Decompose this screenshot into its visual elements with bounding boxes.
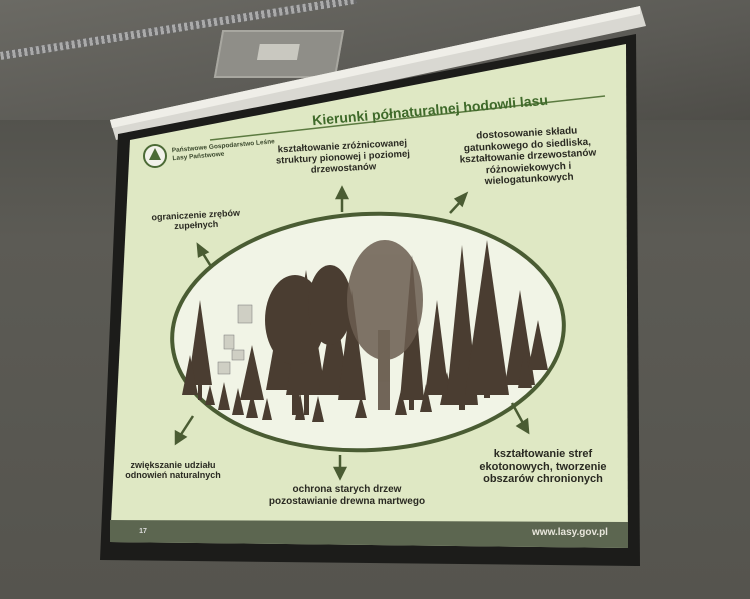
- item-top-right: dostosowanie składu gatunkowego do siedl…: [459, 125, 597, 188]
- slide-url: www.lasy.gov.pl: [532, 527, 608, 538]
- item-bottom-right: kształtowanie stref ekotonowych, tworzen…: [479, 448, 607, 486]
- page-number: 17: [139, 528, 147, 535]
- item-bottom-left: zwiększanie udziału odnowień naturalnych: [125, 460, 221, 481]
- item-bottom: ochrona starych drzew pozostawianie drew…: [268, 484, 426, 507]
